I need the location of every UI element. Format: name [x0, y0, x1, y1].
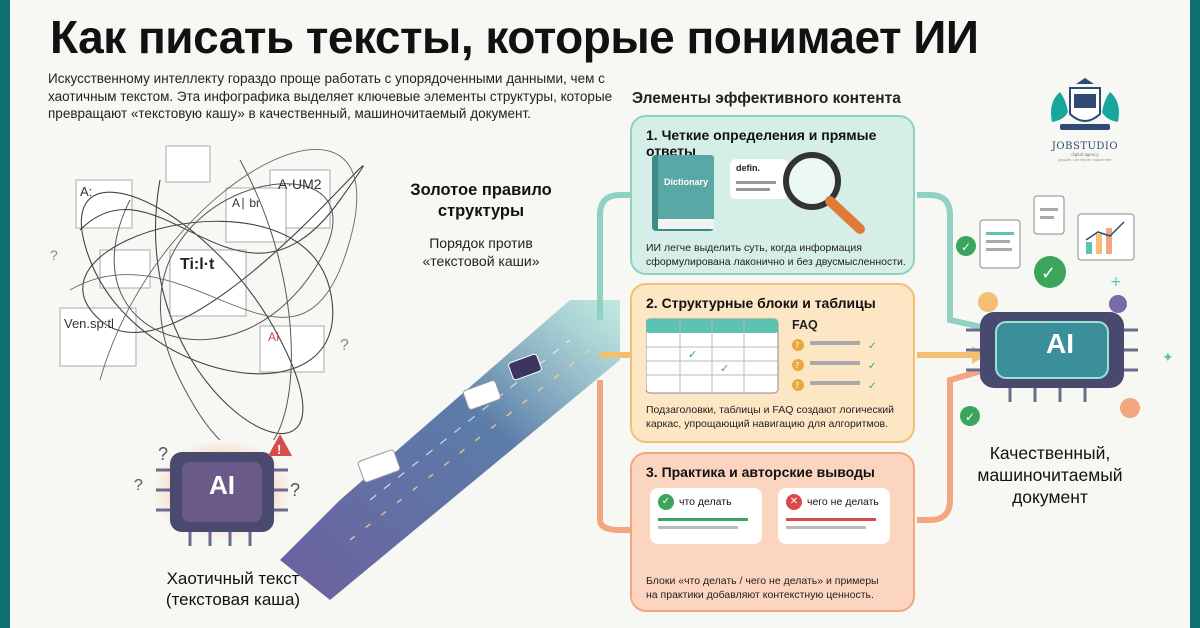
check-icon: ✓ — [658, 494, 674, 510]
card1-desc-line2: сформулирована лаконично и без двусмысле… — [646, 256, 906, 268]
golden-sub-line1: Порядок против — [429, 235, 533, 251]
section-title: Элементы эффективного контента — [632, 90, 901, 107]
intro-text: Искусственному интеллекту гораздо проще … — [48, 71, 613, 121]
dictionary-label: Dictionary — [664, 177, 709, 187]
svg-text:?: ? — [134, 477, 143, 494]
chart-icon — [1077, 213, 1135, 261]
chaos-chip-label: AI — [209, 470, 235, 500]
doc-label-4: Ti:l·t — [180, 256, 215, 273]
svg-text:✓: ✓ — [868, 381, 876, 392]
golden-title-line2: структуры — [437, 202, 525, 220]
result-label-line3: документ — [1012, 487, 1088, 507]
logo-subtitle: digital agency — [1071, 152, 1099, 157]
card-definitions: 1. Четкие определения и прямые ответы Di… — [630, 115, 915, 275]
golden-rule-title: Золотое правило структуры — [396, 180, 566, 222]
definition-bubble-label: defin. — [736, 163, 760, 173]
svg-text:!: ! — [277, 442, 281, 457]
card-practice: 3. Практика и авторские выводы ✓ что дела… — [630, 452, 915, 612]
card2-desc-line2: каркас, упрощающий навигацию для алгорит… — [646, 418, 889, 430]
svg-text:?: ? — [795, 381, 799, 390]
doc-label-3: A∣ br — [232, 196, 261, 210]
result-label-line2: машиночитаемый — [977, 465, 1123, 485]
faq-label: FAQ — [792, 318, 818, 332]
machine-readable-illustration: ✓ ✓ ✓ ✦ + — [956, 195, 1174, 426]
do-block: ✓ что делать — [650, 488, 762, 544]
tangled-lines: ? ? — [50, 145, 364, 457]
jobstudio-logo: JOBSTUDIO digital agency дизайн • интерн… — [1030, 78, 1140, 166]
card1-desc-line1: ИИ легче выделить суть, когда информация — [646, 242, 862, 254]
stream-document-3 — [508, 353, 542, 381]
chaos-label: Хаотичный текст (текстовая каша) — [138, 568, 328, 610]
page-title: Как писать тексты, которые понимает ИИ — [50, 11, 979, 63]
svg-text:✓: ✓ — [868, 341, 876, 352]
svg-text:?: ? — [290, 480, 300, 500]
chaos-label-line2: (текстовая каша) — [165, 590, 301, 609]
card-description: Блоки «что делать / чего не делать» и пр… — [646, 574, 879, 602]
do-label: что делать — [679, 496, 732, 508]
logo-tagline: дизайн • интернет-маркетинг — [1058, 157, 1112, 162]
svg-text:✓: ✓ — [965, 410, 975, 424]
doc-label-2: A·UM2 — [278, 176, 322, 192]
dont-label: чего не делать — [807, 496, 879, 508]
golden-rule: Золотое правило структуры Порядок против… — [396, 180, 566, 270]
svg-text:✓: ✓ — [688, 348, 697, 361]
svg-text:+: + — [1110, 274, 1122, 290]
card2-desc-line1: Подзаголовки, таблицы и FAQ создают логи… — [646, 404, 895, 416]
svg-text:✓: ✓ — [868, 361, 876, 372]
chaotic-ai-chip: ? ? ? ! — [134, 434, 300, 546]
flow-connectors — [280, 192, 1004, 600]
card-structure-blocks: 2. Структурные блоки и таблицы ✓ ✓ ? ✓ ?… — [630, 283, 915, 443]
data-stream — [280, 300, 620, 600]
golden-title-line1: Золотое правило — [410, 181, 552, 199]
chaos-label-line1: Хаотичный текст — [166, 569, 300, 588]
file-icon — [1033, 195, 1065, 235]
golden-rule-subtitle: Порядок против «текстовой каши» — [396, 234, 566, 270]
result-label: Качественный, машиночитаемый документ — [940, 442, 1160, 508]
chaotic-text-illustration: ? ? A: A·UM2 A∣ br Ti:l·t Ven.sp:tl AI — [40, 140, 370, 457]
svg-text:✓: ✓ — [1041, 263, 1056, 284]
card3-desc-line1: Блоки «что делать / чего не делать» и пр… — [646, 575, 879, 587]
card-title: 3. Практика и авторские выводы — [646, 464, 875, 480]
card3-desc-line2: на практики добавляют контекстную ценнос… — [646, 589, 874, 601]
approved-check-icon — [1034, 256, 1066, 288]
svg-text:✦: ✦ — [1162, 350, 1174, 366]
svg-text:?: ? — [795, 341, 799, 350]
crest-icon — [1051, 78, 1119, 130]
golden-sub-line2: «текстовой каши» — [422, 253, 540, 269]
svg-text:?: ? — [158, 444, 168, 464]
card-description: ИИ легче выделить суть, когда информация… — [646, 241, 906, 269]
svg-text:✓: ✓ — [720, 362, 729, 375]
result-chip-label: AI — [1046, 328, 1074, 359]
stream-document-1 — [357, 449, 401, 483]
infographic-canvas: Как писать тексты, которые понимает ИИ И… — [10, 0, 1190, 628]
card-description: Подзаголовки, таблицы и FAQ создают логи… — [646, 403, 894, 431]
result-label-line1: Качественный, — [989, 443, 1111, 463]
svg-text:?: ? — [50, 247, 58, 263]
svg-text:✓: ✓ — [961, 240, 971, 254]
table-faq-icon: ✓ ✓ ? ✓ ? ✓ ? ✓ — [646, 318, 876, 394]
logo-name: JOBSTUDIO — [1051, 141, 1119, 152]
document-icon — [979, 219, 1021, 269]
dont-block: ✕ чего не делать — [778, 488, 890, 544]
doc-label-6: AI — [268, 330, 280, 344]
doc-label-5: Ven.sp:tl — [64, 316, 114, 331]
svg-text:?: ? — [795, 361, 799, 370]
dictionary-magnifier-icon — [652, 152, 865, 234]
card-title: 2. Структурные блоки и таблицы — [646, 295, 876, 311]
doc-label-1: A: — [80, 184, 93, 199]
stream-document-2 — [462, 380, 502, 410]
cross-icon: ✕ — [786, 494, 802, 510]
ai-chip-icon — [966, 312, 1138, 402]
svg-text:?: ? — [340, 337, 349, 354]
